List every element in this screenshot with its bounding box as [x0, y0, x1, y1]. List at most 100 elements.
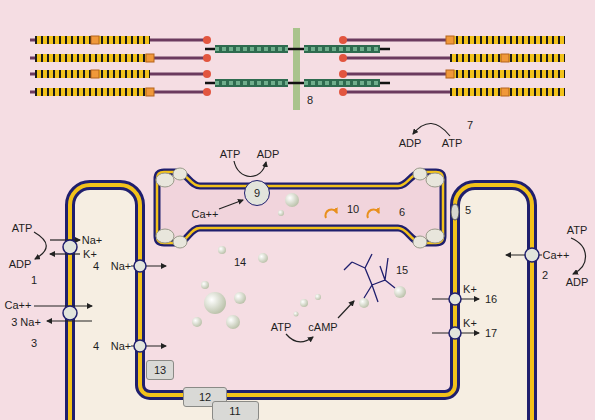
vesicle [204, 292, 226, 314]
molecule-label: Na+ [111, 340, 132, 353]
signal-arrow [338, 301, 354, 318]
tropomyosin [450, 36, 565, 44]
reaction-arrow [571, 238, 586, 274]
molecule-label: K+ [83, 248, 97, 261]
actin-filament [30, 39, 207, 42]
callout-number: 3 [31, 337, 37, 350]
filament-end [339, 36, 347, 44]
actin-filament [30, 91, 207, 94]
myosin-filament [304, 45, 380, 53]
exchanger-symbol [63, 306, 77, 320]
callout-number: 1 [31, 274, 37, 287]
ryanodine-receptor [156, 229, 174, 243]
tropomyosin [35, 70, 150, 78]
ion-arrow [34, 305, 92, 306]
vesicle [226, 315, 240, 329]
actin-filament [343, 57, 565, 60]
tropomyosin [450, 54, 565, 62]
node-text: 12 [199, 391, 211, 404]
branched-network [344, 254, 395, 302]
filament-end [203, 70, 211, 78]
callout-number: 4 [93, 340, 99, 353]
tropomyosin [450, 36, 565, 44]
vesicle [218, 246, 226, 254]
filament-end [339, 70, 347, 78]
vesicle [278, 210, 284, 216]
molecule-label: ADP [566, 276, 589, 289]
sarcoplasmic-reticulum [157, 172, 443, 243]
molecule-label: ADP [9, 258, 32, 271]
molecule-label: Na+ [82, 234, 103, 247]
ion-arrow [50, 253, 80, 254]
troponin [146, 88, 154, 96]
receptor-box: 11 [212, 401, 259, 420]
vesicle [315, 294, 321, 300]
vesicle [394, 286, 406, 298]
vesicle [285, 193, 299, 207]
vesicle [192, 317, 202, 327]
troponin [91, 70, 99, 78]
ryanodine-receptors [156, 168, 444, 248]
vesicle [294, 312, 299, 317]
callout-number: 7 [467, 119, 473, 132]
tropomyosin [35, 70, 150, 78]
molecule-label: ADP [257, 148, 280, 161]
pump-symbol [525, 248, 539, 262]
calcium-release-arrow [325, 209, 337, 218]
actin-filament [30, 73, 207, 76]
node-text: 9 [254, 187, 260, 200]
vesicle [258, 253, 268, 263]
sarcomere [30, 28, 565, 136]
troponin [91, 36, 99, 44]
ryanodine-receptor [156, 173, 174, 187]
molecule-label: cAMP [308, 321, 337, 334]
calcium-channel [451, 204, 459, 220]
reaction-arrow [234, 161, 266, 177]
vesicle [201, 281, 209, 289]
tropomyosin [35, 36, 150, 44]
callout-number: 10 [347, 203, 359, 216]
reaction-arrow [286, 334, 313, 342]
ryanodine-receptor [173, 168, 187, 180]
vesicle [359, 298, 369, 308]
troponin [446, 70, 454, 78]
myosin-filament [215, 45, 288, 53]
myosin-filament [215, 79, 288, 87]
tropomyosin [35, 88, 150, 96]
m-line [293, 28, 300, 110]
filament-end [203, 88, 211, 96]
node-text: 11 [229, 405, 240, 418]
molecule-label: Ca++ [543, 249, 570, 262]
vesicles [192, 193, 406, 329]
channel-symbol [134, 260, 146, 272]
reaction-arrow [413, 123, 450, 136]
sarcoplasmic-reticulum [157, 172, 443, 243]
callout-number: 2 [542, 269, 548, 282]
molecule-label: Ca++ [5, 299, 32, 312]
molecule-label: ATP [12, 222, 33, 235]
troponin-complexes [91, 36, 509, 96]
callout-number: 6 [399, 206, 405, 219]
tropomyosin [450, 70, 565, 78]
troponin [146, 54, 154, 62]
ryanodine-receptor [426, 229, 444, 243]
myosin-core [205, 82, 390, 85]
molecule-label: Na+ [111, 260, 132, 273]
molecule-label: K+ [463, 317, 477, 330]
channel-symbol [449, 327, 461, 339]
vesicle [300, 299, 308, 307]
callout-number: 8 [307, 94, 313, 107]
ryanodine-receptor [413, 168, 427, 180]
vesicle [234, 292, 246, 304]
callout-number: 14 [234, 256, 246, 269]
callout-number: 17 [485, 327, 497, 340]
molecule-label: ATP [271, 321, 292, 334]
tropomyosin [35, 54, 150, 62]
molecule-label: 3 Na+ [11, 316, 41, 329]
troponin [446, 36, 454, 44]
myosin-filament [304, 47, 380, 51]
troponin [501, 88, 509, 96]
filament-end [203, 36, 211, 44]
